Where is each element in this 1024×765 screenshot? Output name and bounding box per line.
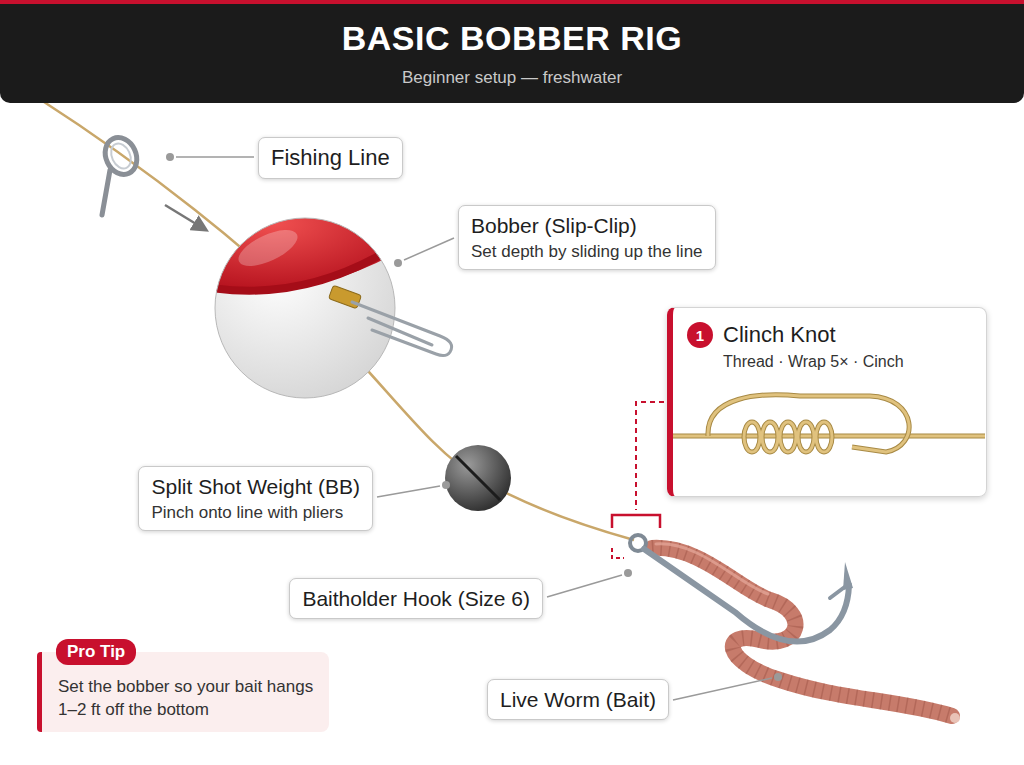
knot-coil [762,422,778,452]
direction-arrow [165,205,206,230]
hook-shank [644,549,849,642]
callout-number: 1 [687,322,713,348]
bobber-rim [212,243,400,291]
knot-coil [816,422,832,452]
knot-coil [744,422,760,452]
tip-panel: Set the bobber so your bait hangs 1–2 ft… [37,652,329,732]
knot-coils [744,422,832,452]
knot-loop-edge [708,395,909,452]
leader-line [673,678,772,700]
knot-coil [798,422,814,452]
label-text: Bobber (Slip-Clip) [471,213,703,238]
tip-badge: Pro Tip [56,639,136,665]
leader-line [176,156,254,158]
leader-dot [774,673,782,681]
note-text: Set depth by sliding up the line [471,241,703,262]
hook-barb [830,586,846,598]
part-label: Baitholder Hook (Size 6) [289,578,543,619]
detail-pointer [636,402,664,510]
title: BASIC BOBBER RIG [0,4,1024,59]
worm-tip [950,713,960,723]
knot-coil [798,422,814,452]
bobber-top [200,200,410,293]
label-text: Pro Tip [67,642,125,662]
label-text: Live Worm (Bait) [500,687,656,712]
knot-coil [780,422,796,452]
leader-dot [442,481,450,489]
knot-coil [780,422,796,452]
worm-segments [652,548,952,716]
worm [652,548,952,716]
leader-line [377,486,440,497]
title-bar: BASIC BOBBER RIG Beginner setup — freshwa… [0,0,1024,103]
knot-line-edge [672,434,985,439]
label-text: 1 [696,328,704,343]
knot-coil [762,422,778,452]
part-label: Live Worm (Bait) [487,679,669,720]
note-text: Thread · Wrap 5× · Cinch [723,352,972,372]
detail-bracket [612,548,624,558]
knot-coil [744,422,760,452]
knot-line [672,435,985,438]
detail-bracket [612,515,660,528]
bobber-shine [234,223,303,274]
part-label: Bobber (Slip-Clip) Set depth by sliding u… [458,205,716,270]
knot-coil [816,422,832,452]
label-text: Baitholder Hook (Size 6) [302,586,530,611]
leader-dot [394,259,402,267]
leader-line [547,575,622,597]
note-text: Pinch onto line with pliers [151,502,360,523]
split-shot [445,445,511,511]
knot-loop [708,395,909,452]
part-label: Fishing Line [258,137,403,179]
part-label: Split Shot Weight (BB) Pinch onto line wi… [138,466,373,531]
label-text: Clinch Knot [723,322,972,348]
leader-dot [624,569,632,577]
subtitle: Beginner setup — freshwater [0,67,1024,89]
leader-dot [166,153,174,161]
split-shot-slit [456,456,500,500]
label-text: Fishing Line [271,145,390,171]
label-text: Set the bobber so your bait hangs 1–2 ft… [58,676,317,722]
rod-guide-insert [107,140,134,171]
rod-guide [99,132,142,179]
leader-line [404,238,454,260]
rod-guide-foot [102,170,110,215]
detail-panel: Clinch KnotThread · Wrap 5× · Cinch 1 [667,307,987,497]
label-text: Split Shot Weight (BB) [151,474,360,499]
fishing-line [38,98,634,540]
snap-clip [352,302,452,356]
